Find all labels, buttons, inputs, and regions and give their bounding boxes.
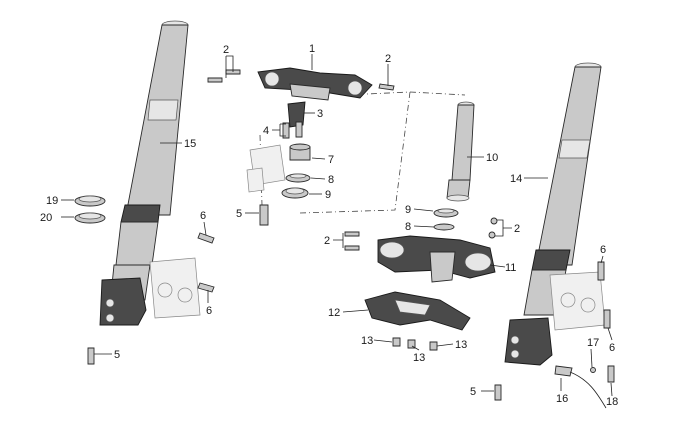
callout-labels: 1 2 2 3 4 5 7 8 9 10 9 8 2 2 11 12 13 13… bbox=[40, 43, 618, 408]
callout-6-left-top: 6 bbox=[200, 210, 206, 222]
callout-2-top-left: 2 bbox=[223, 44, 229, 56]
callout-13-right: 13 bbox=[455, 339, 467, 351]
callout-10: 10 bbox=[486, 152, 498, 164]
callout-3: 3 bbox=[317, 108, 323, 120]
callout-6-right-top: 6 bbox=[600, 244, 606, 256]
callout-2-right: 2 bbox=[514, 223, 520, 235]
callout-12: 12 bbox=[328, 307, 340, 319]
callout-16: 16 bbox=[556, 393, 568, 405]
callout-15: 15 bbox=[184, 138, 196, 150]
callout-19: 19 bbox=[46, 195, 58, 207]
left-bolts bbox=[87, 232, 215, 365]
lower-triple-clamp bbox=[377, 235, 496, 283]
callout-5-left: 5 bbox=[114, 349, 120, 361]
callout-5-right: 5 bbox=[470, 386, 476, 398]
center-bolt bbox=[259, 204, 269, 226]
callout-11: 11 bbox=[505, 262, 516, 274]
callout-8-left: 8 bbox=[328, 174, 334, 186]
stem-bolts bbox=[344, 217, 498, 251]
callout-20: 20 bbox=[40, 212, 52, 224]
seal-rings bbox=[74, 195, 106, 224]
callout-7: 7 bbox=[328, 154, 334, 166]
left-fork-tube bbox=[99, 20, 189, 326]
callout-13-bottom: 13 bbox=[413, 352, 425, 364]
callout-2-lower-left: 2 bbox=[324, 235, 330, 247]
callout-18: 18 bbox=[606, 396, 618, 408]
clamp-bracket bbox=[282, 101, 306, 139]
fender-bolts bbox=[392, 337, 438, 351]
stem-bearings bbox=[433, 208, 459, 231]
callout-13-left: 13 bbox=[361, 335, 373, 347]
callout-9-right: 9 bbox=[405, 204, 411, 216]
callout-8-right: 8 bbox=[405, 221, 411, 233]
callout-14: 14 bbox=[510, 173, 522, 185]
callout-1: 1 bbox=[309, 43, 315, 55]
callout-5-center: 5 bbox=[236, 208, 242, 220]
right-caliper bbox=[549, 271, 606, 331]
callout-17: 17 bbox=[587, 337, 599, 349]
upper-triple-clamp bbox=[257, 67, 373, 101]
callout-4: 4 bbox=[263, 125, 269, 137]
callout-6-left-bottom: 6 bbox=[206, 305, 212, 317]
leader-lines bbox=[61, 54, 613, 397]
right-bolts bbox=[494, 261, 611, 401]
steering-stem bbox=[446, 101, 475, 202]
fender-bracket bbox=[364, 291, 471, 331]
right-fork-tube bbox=[504, 62, 602, 366]
head-bearings bbox=[281, 143, 311, 199]
callout-9-left: 9 bbox=[325, 189, 331, 201]
abs-sensor bbox=[554, 365, 615, 409]
left-caliper bbox=[149, 257, 201, 319]
callout-2-top-right: 2 bbox=[385, 53, 391, 65]
top-bolts bbox=[207, 69, 395, 91]
steering-head-ghost bbox=[246, 144, 286, 193]
callout-6-right-bottom: 6 bbox=[609, 342, 615, 354]
